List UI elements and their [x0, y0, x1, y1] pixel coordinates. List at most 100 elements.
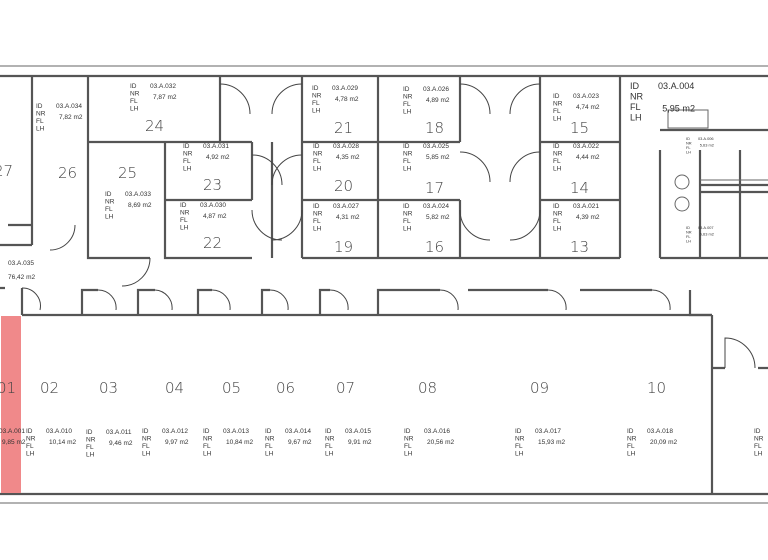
room-area-value: 5,85 m2	[426, 154, 450, 161]
room-area[interactable]	[501, 316, 592, 493]
room-area[interactable]	[379, 316, 499, 493]
room-area[interactable]	[321, 316, 377, 493]
field-label: FL	[86, 444, 94, 451]
room-area[interactable]	[89, 143, 164, 257]
room-id: 03.A.001	[0, 428, 25, 435]
field-label: FL	[553, 218, 561, 225]
field-label: NR	[404, 436, 414, 443]
room-area[interactable]	[594, 316, 709, 493]
corridor-info: 03.A.035 76,42 m2	[8, 260, 35, 281]
room-area[interactable]	[661, 201, 699, 257]
room-area[interactable]	[379, 143, 459, 199]
field-label: NR	[313, 151, 323, 158]
room-area[interactable]	[23, 316, 81, 493]
field-label: FL	[553, 108, 561, 115]
room-number: 26	[58, 164, 77, 182]
field-label: LH	[325, 451, 334, 458]
field-label: LH	[754, 451, 763, 458]
field-label: LH	[553, 116, 562, 123]
field-label: ID	[312, 85, 319, 92]
room-id: 03.A.025	[423, 143, 449, 150]
field-label: FL	[403, 101, 411, 108]
room-id: 03.A.029	[332, 85, 358, 92]
field-label: LH	[686, 150, 691, 155]
room-area-value: 4,87 m2	[203, 213, 227, 220]
field-label: ID	[325, 428, 332, 435]
room-area[interactable]	[263, 316, 319, 493]
field-label: LH	[404, 451, 413, 458]
room-area[interactable]	[1, 316, 21, 493]
room-area[interactable]	[33, 77, 87, 224]
room-id: 03.A.016	[424, 428, 450, 435]
room-area-value: 10,84 m2	[226, 439, 253, 446]
room-number: 20	[334, 177, 353, 195]
room-area-value: 4,35 m2	[336, 154, 360, 161]
field-label: ID	[630, 81, 640, 91]
room-area[interactable]	[661, 131, 699, 179]
room-id: 03.A.027	[333, 203, 359, 210]
field-label: NR	[142, 436, 152, 443]
room-id: 03.A.017	[535, 428, 561, 435]
field-label: LH	[403, 109, 412, 116]
room-area-value: 4,39 m2	[576, 214, 600, 221]
corridor-id: 03.A.035	[8, 260, 34, 267]
room-number: 07	[336, 379, 355, 397]
room-area-value: 10,14 m2	[49, 439, 76, 446]
room-27[interactable]: 27	[0, 77, 31, 244]
field-label: LH	[183, 166, 192, 173]
field-label: FL	[180, 217, 188, 224]
field-label: NR	[686, 141, 692, 146]
room-area[interactable]	[199, 316, 261, 493]
room-number: 06	[276, 379, 295, 397]
field-label: ID	[86, 429, 93, 436]
room-area[interactable]	[139, 316, 197, 493]
room-area-value: 5,95 m2	[662, 103, 695, 113]
field-label: ID	[553, 143, 560, 150]
room-area[interactable]	[1, 77, 31, 244]
room-id: 03.A.021	[573, 203, 599, 210]
room-area[interactable]	[83, 316, 137, 493]
field-label: NR	[553, 101, 563, 108]
room-number: 09	[530, 379, 549, 397]
field-label: FL	[313, 158, 321, 165]
room-id: 03.A.023	[573, 93, 599, 100]
corridor-area: 76,42 m2	[8, 274, 35, 281]
room-area-value: 9,97 m2	[165, 439, 189, 446]
field-label: LH	[515, 451, 524, 458]
room-id: 03.A.012	[162, 428, 188, 435]
field-label: LH	[180, 225, 189, 232]
field-label: ID	[403, 86, 410, 93]
